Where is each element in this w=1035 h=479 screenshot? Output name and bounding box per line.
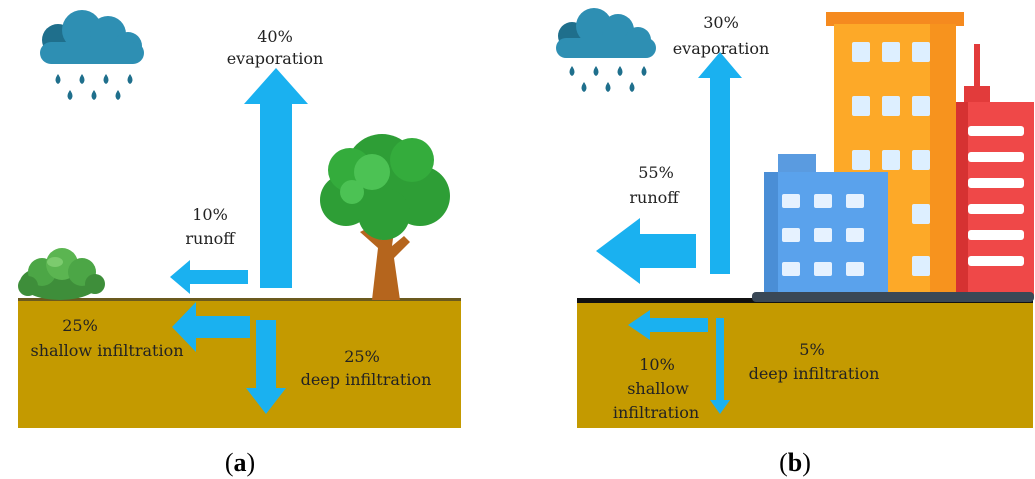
runoff-label-b: runoff [629, 188, 680, 207]
deep-pct-a: 25% [344, 347, 380, 366]
deep-infiltration-arrow-b [710, 318, 730, 414]
panel-b: 30% evaporation 55% runoff 10% shallow i… [556, 8, 1034, 477]
shallow-pct-a: 25% [62, 316, 98, 335]
shallow-pct-b: 10% [639, 355, 675, 374]
rain-cloud-icon [556, 8, 656, 92]
tree-icon [320, 134, 450, 300]
evaporation-label-a: evaporation [227, 49, 324, 68]
runoff-arrow-a [170, 260, 248, 294]
runoff-arrow-b [596, 218, 696, 284]
evaporation-label-b: evaporation [673, 39, 770, 58]
deep-label-b: deep infiltration [749, 364, 880, 383]
building-icon [752, 12, 1034, 302]
deep-pct-b: 5% [799, 340, 824, 359]
caption-a: (a) [225, 448, 255, 477]
deep-infiltration-arrow-a [246, 320, 286, 414]
bush-icon [18, 248, 105, 300]
shallow-infiltration-arrow-b [628, 310, 708, 340]
evaporation-pct-a: 40% [257, 27, 293, 46]
rain-cloud-icon [40, 10, 144, 100]
runoff-pct-a: 10% [192, 205, 228, 224]
runoff-label-a: runoff [185, 229, 236, 248]
panel-a: 40% evaporation 10% runoff 25% shallow i… [18, 10, 461, 477]
ground-line-a [18, 298, 461, 301]
shallow-label2-b: infiltration [613, 403, 699, 422]
deep-label-a: deep infiltration [301, 370, 432, 389]
evaporation-arrow-b [698, 52, 742, 274]
shallow-infiltration-arrow-a [172, 302, 250, 352]
evaporation-pct-b: 30% [703, 13, 739, 32]
caption-b: (b) [779, 448, 811, 477]
evaporation-arrow-a [244, 68, 308, 288]
runoff-pct-b: 55% [638, 163, 674, 182]
shallow-label-a: shallow infiltration [30, 341, 183, 360]
shallow-label1-b: shallow [627, 379, 689, 398]
